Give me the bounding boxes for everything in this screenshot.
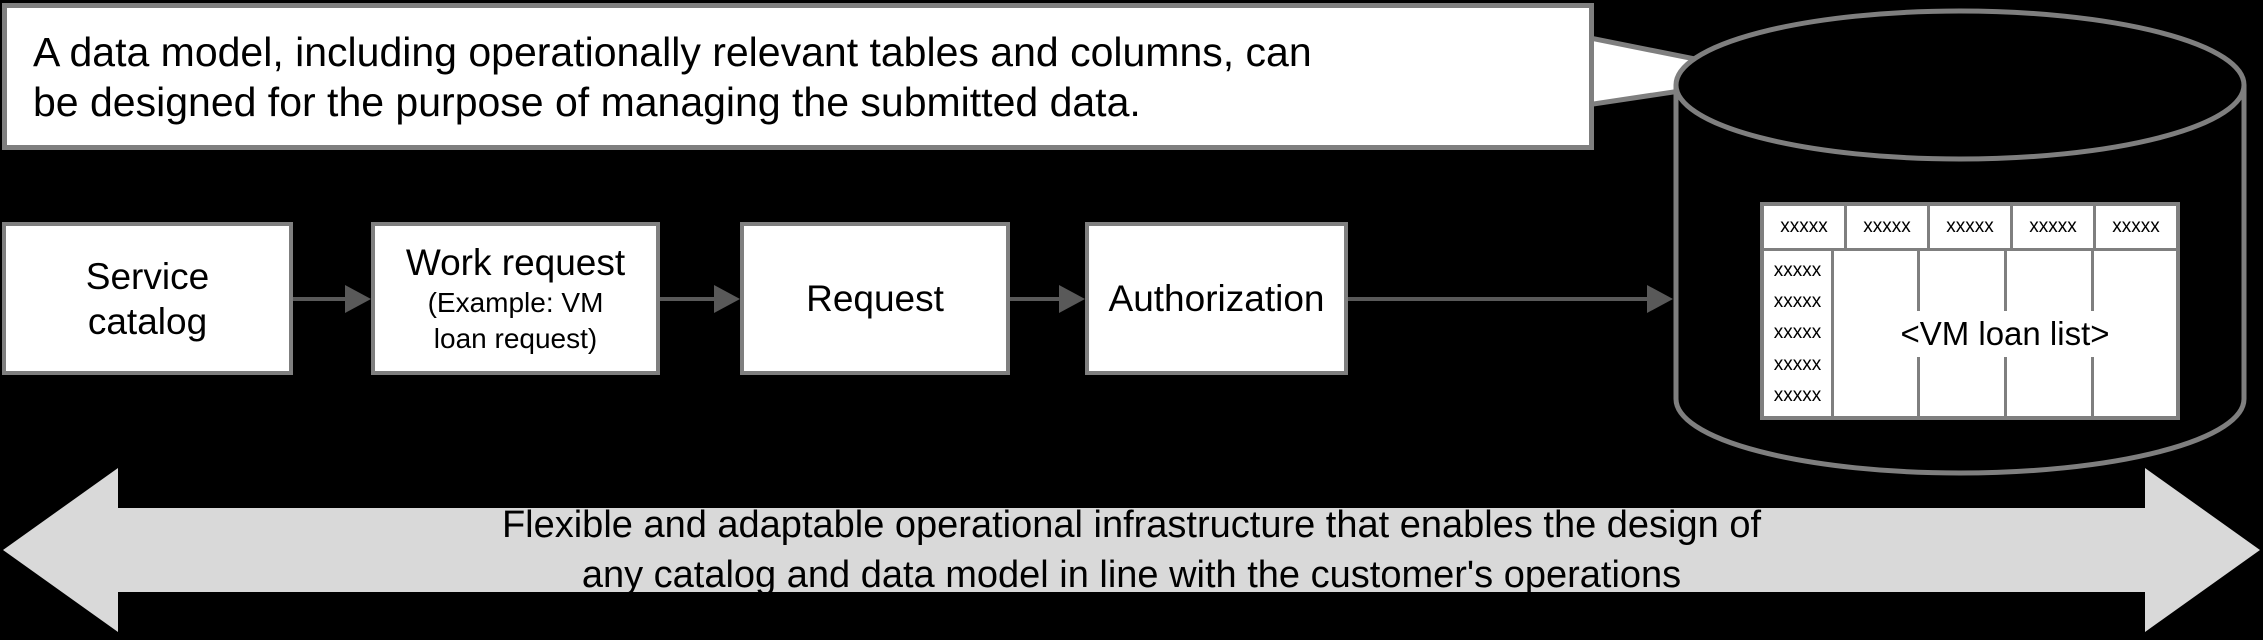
table-header-cell: xxxxx <box>2013 206 2096 248</box>
table-merged-area: <VM loan list> <box>1834 251 2176 416</box>
arrow-head-icon <box>1059 285 1085 313</box>
process-box-service-catalog[interactable]: Service catalog <box>2 222 293 375</box>
process-box-label: Work request <box>405 242 626 283</box>
callout-line-1: A data model, including operationally re… <box>33 28 1312 75</box>
banner-text: Flexible and adaptable operational infra… <box>120 460 2143 640</box>
table-header-cell: xxxxx <box>1847 206 1930 248</box>
table-body-row: xxxxx xxxxx xxxxx xxxxx xxxxx <VM loan l… <box>1764 251 2176 416</box>
callout-line-2: be designed for the purpose of managing … <box>33 78 1141 125</box>
database-cylinder-icon <box>1673 8 2247 476</box>
banner-line-1: Flexible and adaptable operational infra… <box>501 504 1762 546</box>
arrow-head-icon <box>1647 285 1673 313</box>
flow-arrow-2 <box>660 279 740 319</box>
arrow-head-icon <box>714 285 740 313</box>
table-header-cell: xxxxx <box>2112 216 2160 237</box>
arrow-shaft <box>1348 297 1647 301</box>
process-box-sublabel: (Example: VM <box>427 287 604 318</box>
infrastructure-banner: Flexible and adaptable operational infra… <box>0 460 2263 640</box>
arrow-shaft <box>1010 297 1059 301</box>
table-merged-label: <VM loan list> <box>1890 310 2120 357</box>
table-header-cell: xxxxx <box>1764 206 1847 248</box>
table-cell: xxxxx <box>1773 385 1822 407</box>
table-cell: xxxxx <box>1773 291 1822 313</box>
process-box-label: Request <box>806 278 944 319</box>
process-box-label: Service <box>85 255 210 297</box>
process-box-work-request[interactable]: Work request (Example: VM loan request) <box>371 222 660 375</box>
process-box-authorization[interactable]: Authorization <box>1085 222 1348 375</box>
table-header-cell: xxxxx <box>1930 206 2013 248</box>
process-box-label-2: catalog <box>87 300 208 342</box>
arrow-shaft <box>293 297 345 301</box>
table-header-row: xxxxx xxxxx xxxxx xxxxx xxxxx <box>1764 206 2176 251</box>
table-cell: xxxxx <box>1773 322 1822 344</box>
callout-box: A data model, including operationally re… <box>2 3 1594 150</box>
process-box-label: Authorization <box>1108 278 1325 319</box>
flow-arrow-1 <box>293 279 371 319</box>
process-box-request[interactable]: Request <box>740 222 1010 375</box>
arrow-head-icon <box>345 285 371 313</box>
flow-arrow-to-database <box>1348 279 1673 319</box>
banner-line-2: any catalog and data model in line with … <box>581 554 1682 596</box>
table-cell: xxxxx <box>1773 353 1822 375</box>
arrow-shaft <box>660 297 714 301</box>
double-arrow-icon <box>3 468 2260 632</box>
process-box-sublabel-2: loan request) <box>433 323 598 354</box>
table-cell: xxxxx <box>1773 259 1822 281</box>
table-key-column: xxxxx xxxxx xxxxx xxxxx xxxxx <box>1764 251 1834 416</box>
database-table: xxxxx xxxxx xxxxx xxxxx xxxxx xxxxx xxxx… <box>1760 202 2180 420</box>
flow-arrow-3 <box>1010 279 1085 319</box>
